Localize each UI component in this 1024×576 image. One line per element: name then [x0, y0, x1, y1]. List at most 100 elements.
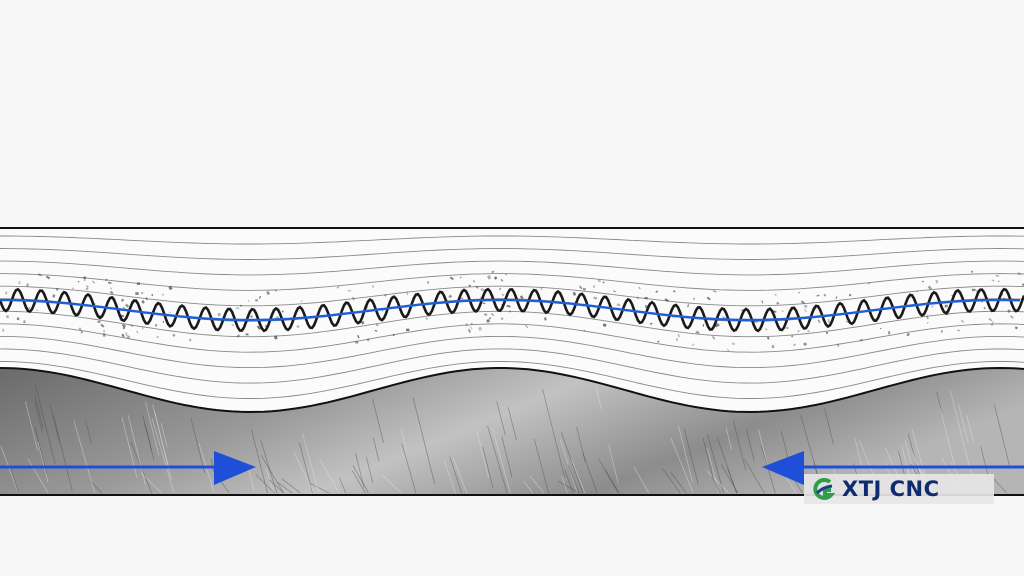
chip-speck: [217, 312, 221, 317]
center-line: [0, 298, 1021, 322]
metal-streak: [34, 384, 56, 465]
chip-speck: [300, 300, 304, 302]
feed-arrow-right: [0, 451, 256, 485]
chip-speck: [145, 297, 148, 301]
chip-speck: [960, 319, 965, 323]
flow-line: [0, 248, 1024, 260]
metal-streak: [732, 420, 747, 471]
metal-streak: [255, 474, 275, 494]
chip-speck: [347, 289, 352, 292]
metal-streak: [452, 457, 468, 494]
metal-streak: [412, 397, 436, 484]
chip-speck: [716, 322, 721, 327]
chip-speck: [135, 330, 139, 334]
chip-speck: [85, 288, 89, 290]
chip-speck: [235, 307, 240, 309]
chip-speck: [731, 342, 736, 346]
chip-speck: [273, 335, 278, 340]
metal-streak: [560, 432, 584, 494]
chip-speck: [664, 298, 669, 302]
metal-streak: [482, 446, 494, 488]
metal-streak: [151, 417, 175, 494]
chip-speck: [162, 320, 165, 324]
metal-streak: [683, 428, 699, 485]
metal-streak: [706, 447, 720, 494]
chip-speck: [655, 290, 659, 293]
chip-speck: [264, 324, 268, 328]
chip-speck: [468, 284, 471, 287]
chip-speck: [357, 334, 360, 339]
metal-streak: [725, 427, 733, 451]
metal-streak: [34, 402, 43, 432]
metal-streak: [936, 391, 943, 414]
metal-streak: [958, 404, 969, 443]
chip-speck: [906, 332, 910, 337]
metal-streak: [160, 422, 168, 448]
chip-speck: [6, 315, 9, 319]
metal-streak: [53, 415, 73, 492]
chip-speck: [501, 293, 505, 297]
metal-streak: [559, 439, 578, 494]
chip-speck: [23, 320, 26, 324]
chip-speck: [695, 331, 700, 334]
chip-speck: [236, 334, 240, 338]
chip-speck: [706, 296, 711, 301]
metal-streak: [154, 411, 170, 470]
metal-streak: [824, 408, 834, 444]
feed-arrow-left: [762, 451, 1024, 485]
flow-line: [0, 260, 1024, 276]
chip-speck: [393, 334, 395, 337]
chip-speck: [816, 294, 820, 297]
chip-speck: [773, 310, 777, 313]
chip-speck: [480, 287, 485, 292]
flow-line: [0, 348, 1024, 384]
chip-speck: [798, 291, 800, 294]
metal-streak: [90, 480, 102, 494]
chip-speck: [472, 279, 476, 283]
chip-speck: [366, 338, 370, 342]
chip-speck: [83, 276, 87, 280]
metal-streak: [365, 456, 374, 484]
chip-speck: [18, 281, 21, 285]
metal-streak: [27, 458, 49, 494]
metal-streak: [571, 459, 586, 494]
metal-streak: [0, 445, 19, 494]
chip-speck: [500, 317, 504, 320]
chip-speck: [793, 343, 796, 347]
chip-speck: [5, 291, 8, 295]
chip-speck: [478, 326, 482, 331]
chip-speck: [491, 270, 495, 274]
chip-speck: [540, 287, 543, 291]
chip-speck: [372, 285, 374, 288]
chip-speck: [351, 296, 356, 301]
metal-streak: [710, 475, 721, 494]
metal-streak: [299, 442, 313, 494]
chip-speck: [980, 301, 984, 303]
chip-speck: [37, 273, 43, 277]
chip-speck: [141, 292, 144, 294]
metal-streak: [351, 470, 366, 494]
chip-speck: [988, 318, 993, 322]
metal-streak: [443, 461, 456, 494]
chip-speck: [156, 335, 159, 339]
chip-speck: [800, 300, 806, 305]
chip-speck: [459, 276, 462, 279]
chip-speck: [1014, 326, 1018, 330]
metal-streak: [382, 474, 402, 494]
chip-speck: [255, 298, 258, 302]
metal-streak: [492, 428, 511, 494]
chip-speck: [971, 288, 976, 292]
metal-streak: [372, 398, 384, 444]
chip-speck: [102, 329, 106, 333]
chip-speck: [508, 310, 511, 313]
metal-streak: [507, 407, 517, 441]
chip-speck: [77, 281, 80, 283]
metal-streak: [142, 415, 155, 461]
background-top: [0, 0, 1024, 228]
chip-speck: [172, 333, 176, 337]
chip-speck: [406, 328, 410, 332]
chip-speck: [888, 331, 891, 335]
chip-speck: [593, 285, 596, 288]
metal-streak: [496, 401, 506, 436]
chip-speck: [992, 321, 994, 325]
